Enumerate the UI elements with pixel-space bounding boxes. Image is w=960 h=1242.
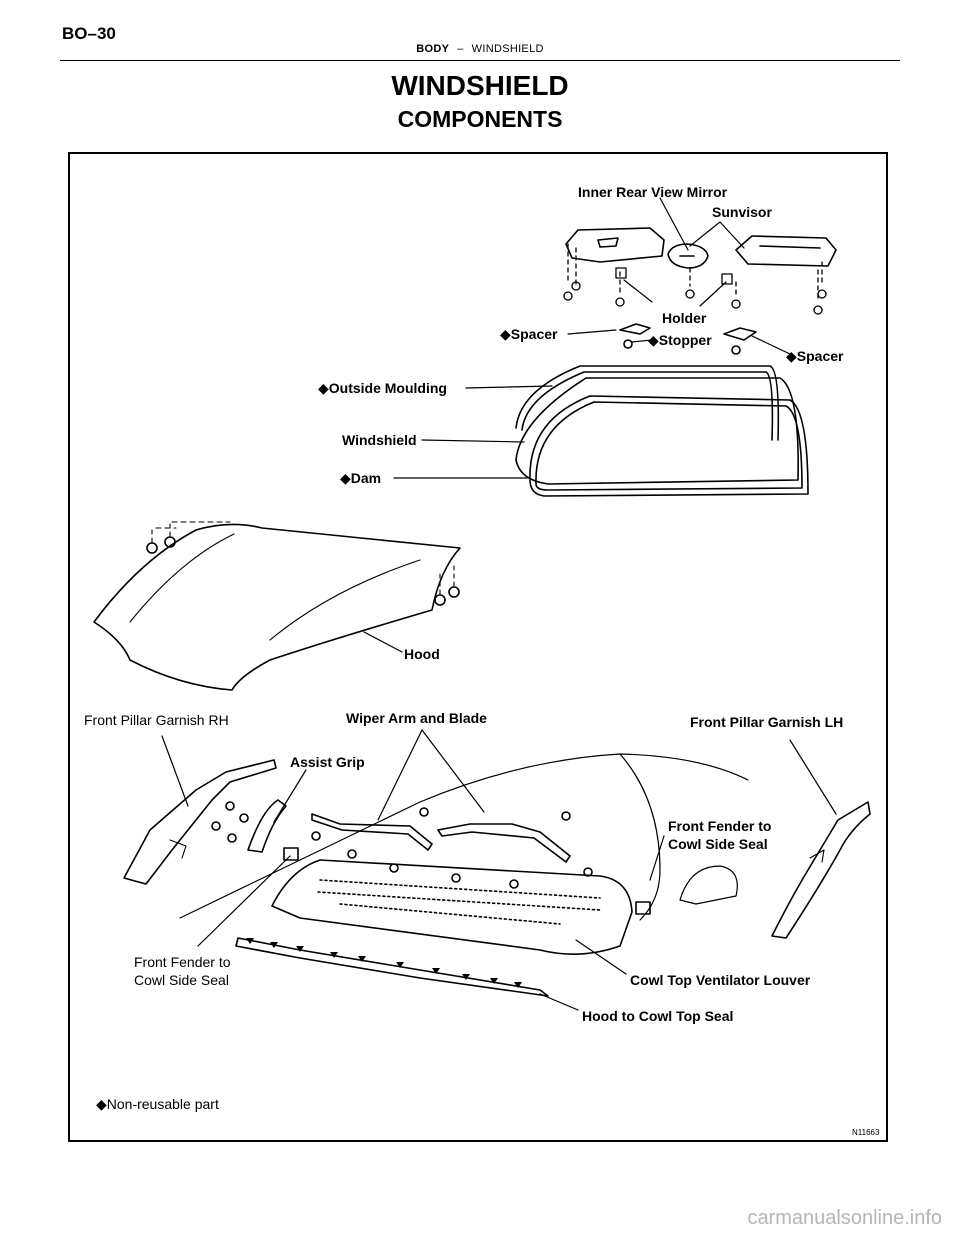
- spacer-stopper-drawing: [619, 323, 757, 355]
- outside-moulding-drawing: [515, 365, 780, 441]
- sunvisor-right-drawing: [735, 235, 837, 267]
- inner-rear-view-mirror-drawing: [667, 243, 709, 269]
- page-title: WINDSHIELD: [391, 70, 569, 101]
- leader-lines-bottom: [161, 729, 837, 1011]
- label-windshield: Windshield: [342, 432, 417, 448]
- label-cowl-top-ventilator-louver: Cowl Top Ventilator Louver: [630, 972, 811, 988]
- label-stopper: ◆Stopper: [648, 332, 712, 348]
- front-pillar-garnish-rh-drawing: [123, 759, 277, 885]
- label-sunvisor: Sunvisor: [712, 204, 772, 220]
- figure-frame: [68, 152, 888, 1142]
- label-front-pillar-garnish-rh: Front Pillar Garnish RH: [84, 712, 229, 728]
- hood-to-cowl-top-seal-drawing: [235, 937, 549, 997]
- section-name: BODY: [416, 43, 450, 55]
- label-front-fender-seal-left-line2: Cowl Side Seal: [134, 972, 229, 988]
- windshield-glass-drawing: [515, 377, 799, 485]
- running-header: BODY–WINDSHIELD: [0, 43, 960, 55]
- label-front-fender-seal-left-line1: Front Fender to: [134, 954, 231, 970]
- label-wiper-arm-and-blade: Wiper Arm and Blade: [346, 710, 487, 726]
- front-pillar-garnish-lh-drawing: [771, 801, 871, 939]
- cowl-top-ventilator-louver-drawing: [271, 807, 633, 955]
- wiper-arm-right-drawing: [437, 823, 571, 863]
- label-front-fender-seal-right-line2: Cowl Side Seal: [668, 836, 768, 852]
- body-outline-drawing: [179, 753, 749, 921]
- screws-visor: [563, 243, 827, 315]
- label-front-fender-seal-right-line1: Front Fender to: [668, 818, 772, 834]
- label-holder: Holder: [662, 310, 707, 326]
- label-dam: ◆Dam: [340, 470, 382, 486]
- label-spacer-right: ◆Spacer: [786, 348, 844, 364]
- page-subtitle: COMPONENTS: [397, 106, 563, 132]
- label-assist-grip: Assist Grip: [290, 754, 365, 770]
- wiper-arm-left-drawing: [311, 813, 433, 851]
- dam-drawing: [529, 395, 809, 497]
- label-inner-rear-view-mirror: Inner Rear View Mirror: [578, 184, 728, 200]
- label-spacer-left: ◆Spacer: [500, 326, 558, 342]
- header-rule: [60, 60, 900, 61]
- figure-number: N11663: [852, 1128, 880, 1137]
- label-hood-to-cowl-top-seal: Hood to Cowl Top Seal: [582, 1008, 734, 1024]
- subsection-name: WINDSHIELD: [471, 43, 544, 55]
- hood-drawing: [93, 521, 461, 691]
- label-outside-moulding: ◆Outside Moulding: [318, 380, 447, 396]
- label-non-reusable-part: ◆Non-reusable part: [96, 1096, 219, 1112]
- header-separator: –: [457, 43, 464, 55]
- label-hood: Hood: [404, 646, 440, 662]
- page-number: BO–30: [62, 24, 116, 43]
- cowl-side-seal-drawings: [283, 847, 651, 915]
- label-front-pillar-garnish-lh: Front Pillar Garnish LH: [690, 714, 844, 730]
- assist-grip-drawing: [211, 799, 287, 853]
- leader-lines-top: [393, 197, 791, 479]
- sunvisor-left-drawing: [565, 227, 665, 263]
- watermark: carmanualsonline.info: [747, 1207, 942, 1229]
